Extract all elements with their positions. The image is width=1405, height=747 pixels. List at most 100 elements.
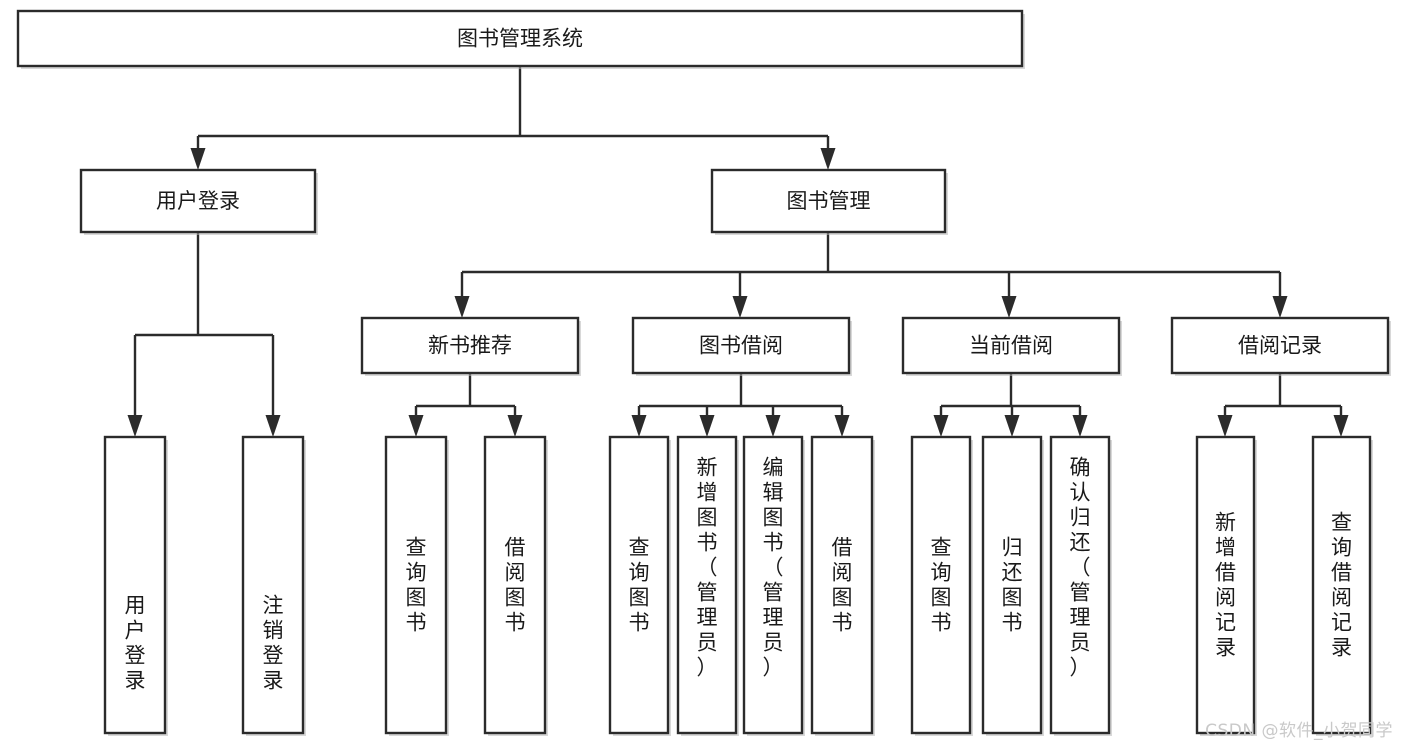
nodes-layer: 图书管理系统用户登录图书管理新书推荐图书借阅当前借阅借阅记录用户登录注销登录查询… [16,9,1391,736]
node-box[interactable] [631,316,851,375]
node-label-char: 员 [697,631,718,655]
node-box[interactable] [676,435,738,735]
node-box[interactable] [384,435,448,735]
node-label-char: 增 [697,481,718,505]
node-label-char: 询 [406,561,427,585]
node-label-char: 归 [1002,536,1023,560]
node-box[interactable] [810,435,874,735]
node-box[interactable] [910,435,972,735]
node-box[interactable] [981,435,1043,735]
edges-layer [127,66,1349,437]
node-label-char: 登 [125,644,146,668]
arrowhead-icon [1072,415,1088,437]
node-box[interactable] [742,435,804,735]
node-box[interactable] [1195,435,1256,735]
node-label-char: 登 [263,644,284,668]
node-label-char: 图 [931,586,952,610]
arrowhead-icon [190,148,206,170]
csdn-watermark: CSDN @软件_小贺同学 [1205,721,1393,741]
arrowhead-icon [1272,296,1288,318]
node-box[interactable] [901,316,1121,375]
node-label-char: 借 [505,536,526,560]
node-label-char: 管 [763,581,784,605]
node-label-char: ） [697,656,718,680]
node-root[interactable]: 图书管理系统 [16,9,1025,69]
arrowhead-icon [265,415,281,437]
node-borrow-record[interactable]: 借阅记录 [1170,316,1391,376]
node-box[interactable] [483,435,547,735]
node-label-char: 认 [1070,481,1091,505]
node-label-char: 借 [1215,561,1236,585]
node-label-char: 录 [125,669,146,693]
node-label-char: 管 [1070,581,1091,605]
node-label-char: 阅 [505,561,526,585]
node-user-login[interactable]: 用户登录 [79,168,318,235]
node-box[interactable] [710,168,947,234]
arrowhead-icon [1004,415,1020,437]
node-label-char: 新 [697,456,718,480]
node-book-borrow[interactable]: 图书借阅 [631,316,852,376]
arrowhead-icon [834,415,850,437]
node-label-char: 注 [263,594,284,618]
arrowhead-icon [699,415,715,437]
node-book-manage[interactable]: 图书管理 [710,168,948,235]
node-label-char: 书 [763,531,784,555]
node-label-char: 阅 [1215,586,1236,610]
node-label-char: 阅 [1331,586,1352,610]
node-label-char: 图 [763,506,784,530]
node-label-char: 书 [832,611,853,635]
node-label-char: 书 [505,611,526,635]
node-label: 图书管理系统 [457,27,583,51]
node-label-char: 书 [629,611,650,635]
node-box[interactable] [241,435,305,735]
node-label-char: 借 [832,536,853,560]
node-leaf-user-login[interactable]: 用户登录 [103,435,168,736]
node-label-char: 图 [1002,586,1023,610]
arrowhead-icon [732,296,748,318]
node-label-char: 图 [697,506,718,530]
arrowhead-icon [1217,415,1233,437]
arrowhead-icon [127,415,143,437]
node-box[interactable] [103,435,167,735]
node-box[interactable] [360,316,580,375]
node-label-char: 图 [505,586,526,610]
node-box[interactable] [608,435,670,735]
node-current-borrow[interactable]: 当前借阅 [901,316,1122,376]
node-label-char: 归 [1070,506,1091,530]
arrowhead-icon [631,415,647,437]
arrowhead-icon [765,415,781,437]
node-box[interactable] [16,9,1024,68]
node-box[interactable] [1311,435,1372,735]
node-box[interactable] [1049,435,1111,735]
node-label-char: 借 [1331,561,1352,585]
node-label-char: 查 [629,536,650,560]
node-box[interactable] [1170,316,1390,375]
node-label-char: 查 [931,536,952,560]
arrowhead-icon [408,415,424,437]
node-label-char: 理 [763,606,784,630]
node-label: 借阅记录 [1238,334,1322,358]
node-label-char: 用 [125,594,146,618]
node-label-char: 录 [1331,636,1352,660]
node-new-book-recommend[interactable]: 新书推荐 [360,316,581,376]
node-label: 当前借阅 [969,334,1053,358]
node-label-char: 记 [1331,611,1352,635]
node-box[interactable] [79,168,317,234]
node-label-char: 编 [763,456,784,480]
node-label-char: 询 [629,561,650,585]
node-label-char: 还 [1002,561,1023,585]
node-label-char: 增 [1215,536,1236,560]
